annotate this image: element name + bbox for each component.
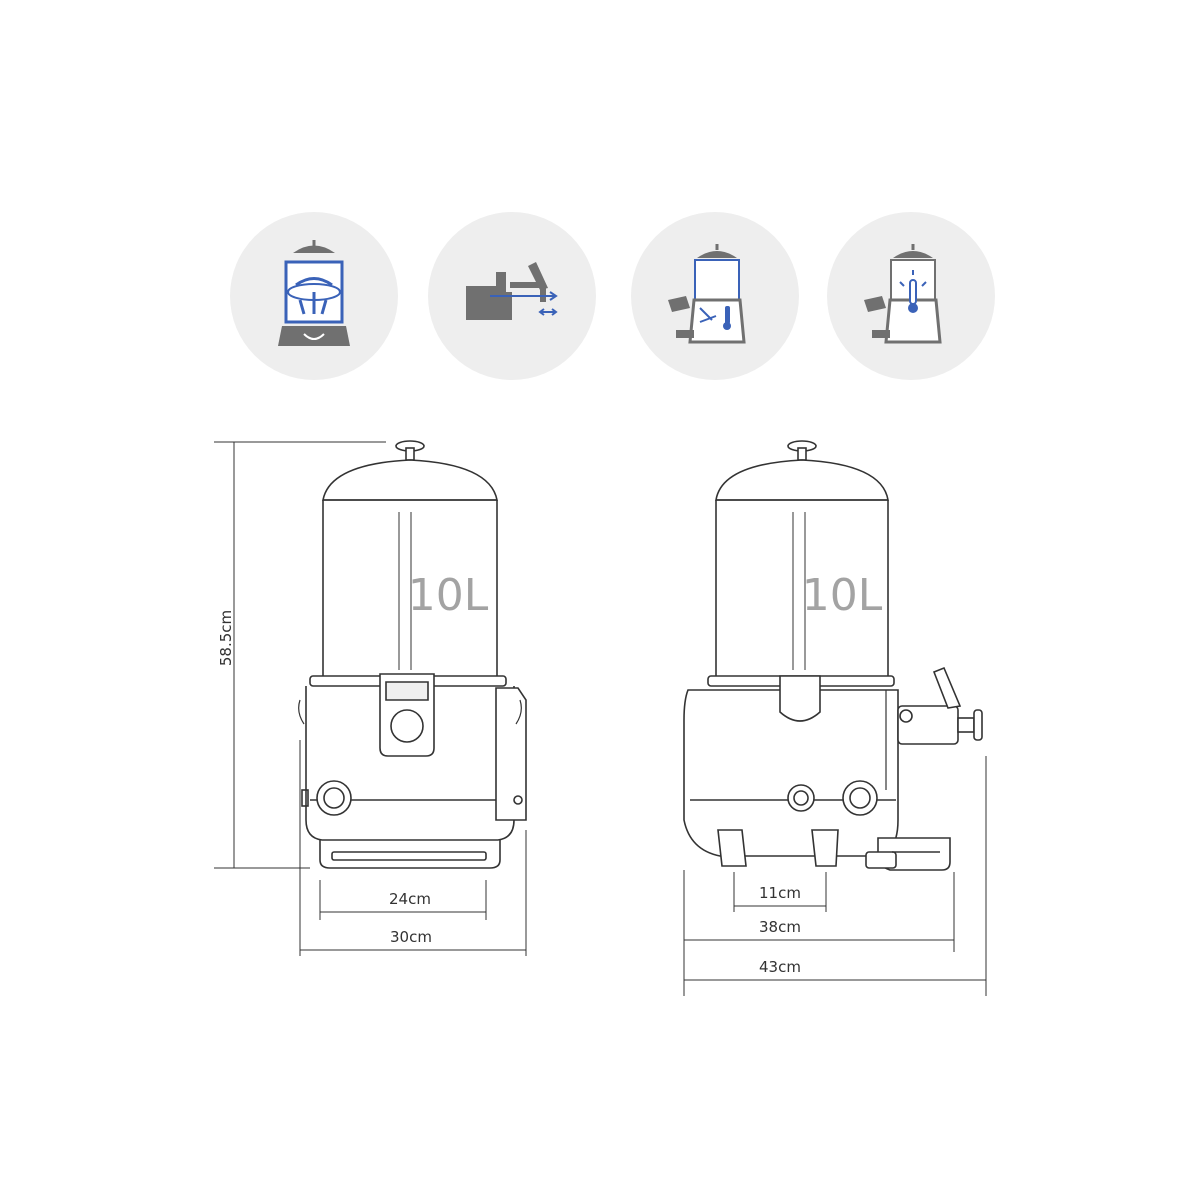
side-body-depth-label: 38cm: [759, 918, 801, 936]
dimension-lines: [214, 441, 987, 996]
side-capacity-label: 10L: [802, 570, 883, 621]
tap-drip-tray-icon: [428, 212, 596, 380]
front-inner-width-label: 24cm: [389, 890, 431, 908]
height-dimension-label: 58.5cm: [217, 610, 235, 666]
agitator-mixer-icon: [230, 212, 398, 380]
front-view-drawing: [298, 440, 527, 869]
side-total-depth-label: 43cm: [759, 958, 801, 976]
front-capacity-label: 10L: [408, 570, 489, 621]
side-feet-spacing-label: 11cm: [759, 884, 801, 902]
thermostat-control-icon: [827, 212, 995, 380]
side-view-drawing: [683, 440, 983, 871]
feature-icons-row: [230, 212, 995, 380]
front-total-width-label: 30cm: [390, 928, 432, 946]
bain-marie-heating-icon: [631, 212, 799, 380]
